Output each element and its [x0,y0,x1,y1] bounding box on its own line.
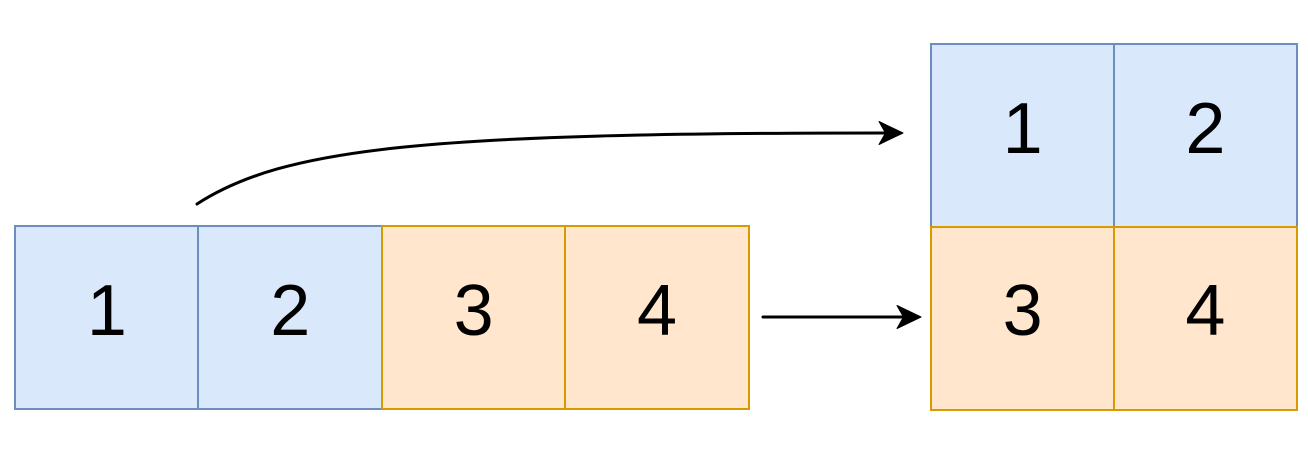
result-cell-4: 4 [1112,225,1298,411]
result-cell-2: 2 [1112,43,1298,229]
result-cell-3: 3 [930,225,1116,411]
result-matrix-row-2: 3 4 [930,225,1298,411]
source-cell-4: 4 [564,225,750,410]
result-matrix: 1 2 3 4 [930,43,1298,411]
source-cell-1: 1 [14,225,200,410]
result-matrix-row-1: 1 2 [930,43,1298,229]
source-cell-2: 2 [197,225,384,410]
straight-arrow-head-icon [896,305,922,329]
result-cell-1: 1 [930,43,1116,229]
source-array-row: 1 2 3 4 [14,225,750,410]
curved-arrow-head-icon [878,121,904,145]
curved-arrow-line [195,131,886,206]
source-cell-3: 3 [380,225,567,410]
